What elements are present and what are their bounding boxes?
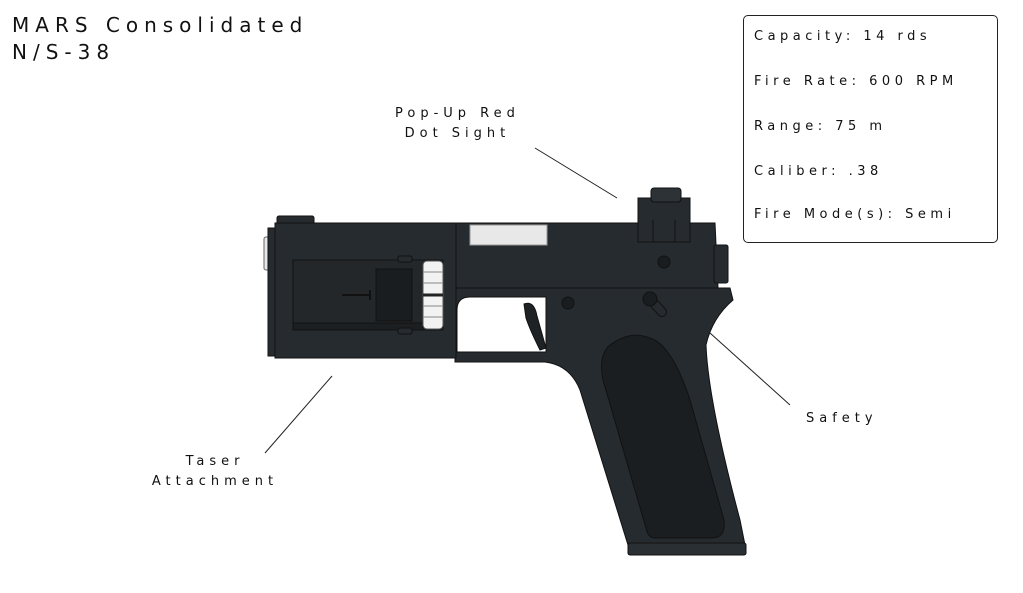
taser-callout-line-1: Taser [185, 454, 245, 469]
frame-pin [561, 296, 575, 310]
spec-caliber: Caliber: .38 [754, 164, 883, 179]
taser-callout-line-2: Attachment [151, 474, 279, 489]
rear-slide-plate [713, 244, 729, 284]
sight-callout-line [534, 147, 618, 199]
spec-range: Range: 75 m [754, 119, 887, 134]
taser-callout: Taser Attachment [150, 452, 280, 492]
sight-lens-housing [650, 187, 682, 203]
safety-lever[interactable] [642, 291, 667, 317]
red-dot-sight [637, 197, 691, 243]
spec-capacity: Capacity: 14 rds [754, 29, 932, 44]
taser-attachment [263, 215, 457, 359]
safety-callout: Safety [806, 411, 878, 426]
title-line-1: MARS Consolidated [12, 13, 309, 37]
title-line-2: N/S-38 [12, 40, 116, 64]
spec-fire-mode: Fire Mode(s): Semi [754, 207, 956, 222]
safety-callout-line [709, 332, 791, 406]
ejection-port [469, 224, 548, 246]
sight-callout-line-1: Pop-Up Red [395, 106, 520, 121]
grip-panel [601, 334, 725, 539]
spec-fire-rate: Fire Rate: 600 RPM [754, 74, 958, 89]
magazine-base [627, 542, 747, 556]
trigger [523, 302, 547, 351]
taser-callout-line [264, 375, 333, 454]
sight-callout-line-2: Dot Sight [404, 126, 511, 141]
slide-pin [657, 255, 671, 269]
diagram-title: MARS Consolidated N/S-38 [12, 12, 308, 66]
trigger-guard-opening [456, 296, 547, 353]
spec-box: Capacity: 14 rds Fire Rate: 600 RPM Rang… [743, 15, 998, 243]
sight-callout: Pop-Up Red Dot Sight [395, 104, 520, 144]
